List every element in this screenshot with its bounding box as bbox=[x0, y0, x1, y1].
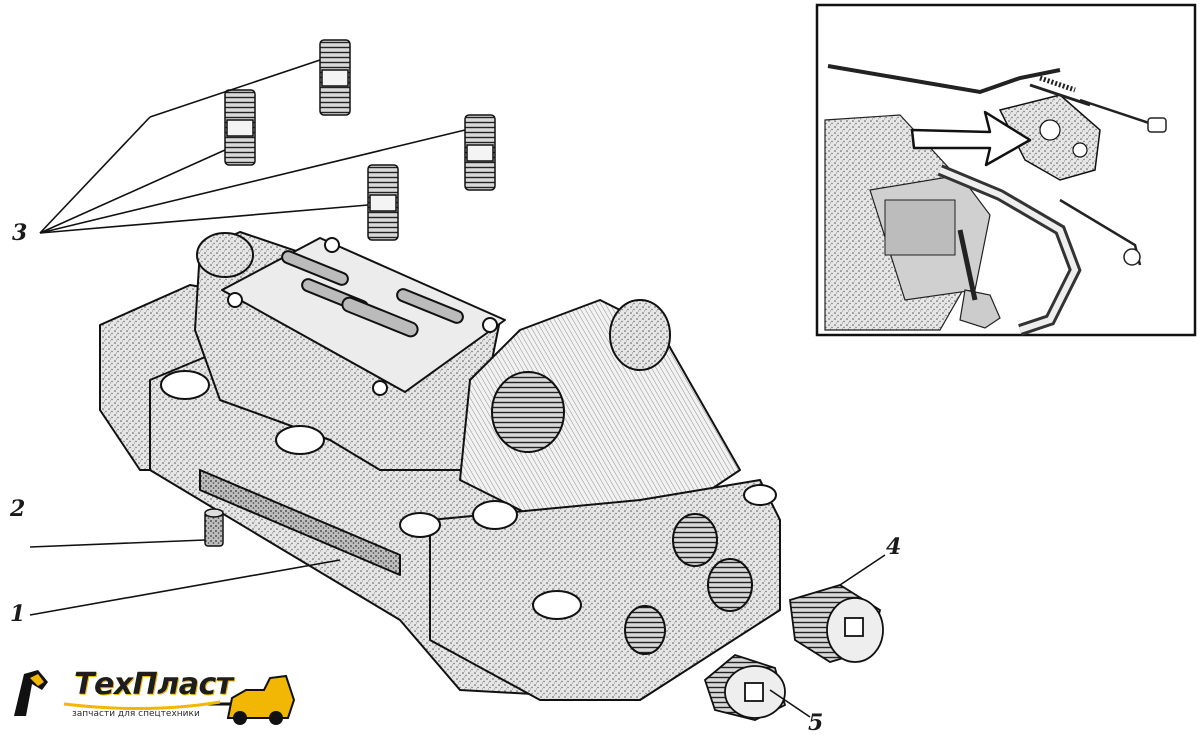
brand-tagline: запчасти для спецтехники bbox=[72, 709, 200, 719]
stud bbox=[224, 89, 256, 166]
callout-2: 2 bbox=[10, 496, 26, 522]
stud bbox=[464, 114, 496, 191]
excavator-icon bbox=[14, 670, 296, 725]
stud-group bbox=[224, 39, 496, 241]
stud bbox=[319, 39, 351, 116]
plug-5 bbox=[703, 653, 787, 721]
brand-logo: ТехПласт запчасти для спецтехники bbox=[8, 660, 308, 730]
callout-1: 1 bbox=[10, 601, 26, 627]
leader-lines bbox=[29, 59, 886, 718]
callout-5: 5 bbox=[808, 710, 824, 735]
inset-photo bbox=[815, 3, 1197, 337]
callout-3: 3 bbox=[12, 220, 28, 246]
dowel-pin bbox=[204, 508, 224, 547]
arrow-icon bbox=[910, 110, 1032, 167]
valve-body bbox=[99, 231, 781, 701]
callout-4: 4 bbox=[886, 534, 902, 560]
brand-name: ТехПласт bbox=[74, 667, 233, 702]
plug-4 bbox=[789, 584, 884, 663]
stud bbox=[367, 164, 399, 241]
